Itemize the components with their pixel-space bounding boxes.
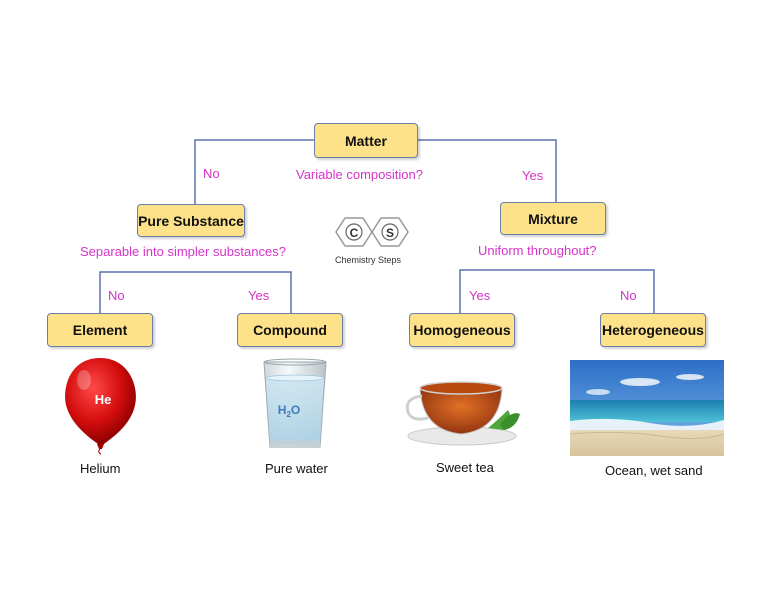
connector-matter-pure	[194, 139, 314, 204]
logo-hexagon-right-icon	[371, 217, 409, 247]
logo-letter-s: S	[386, 226, 394, 240]
balloon-label: He	[95, 392, 112, 407]
branch-label-matter-no: No	[203, 166, 220, 181]
connector-mixture-homogeneous	[459, 269, 560, 313]
node-homogeneous: Homogeneous	[409, 313, 515, 347]
caption-ocean: Ocean, wet sand	[605, 463, 703, 478]
connector-mixture-heterogeneous	[560, 269, 655, 313]
caption-sweet-tea: Sweet tea	[436, 460, 494, 475]
branch-label-mixture-no: No	[620, 288, 637, 303]
connector-matter-mixture	[418, 139, 557, 202]
node-element: Element	[47, 313, 153, 347]
node-matter: Matter	[314, 123, 418, 158]
logo-name: Chemistry Steps	[335, 255, 402, 265]
branch-label-matter-yes: Yes	[522, 168, 544, 183]
branch-label-pure-yes: Yes	[248, 288, 270, 303]
branch-label-pure-no: No	[108, 288, 125, 303]
question-uniform: Uniform throughout?	[478, 243, 597, 258]
branch-label-mixture-yes: Yes	[469, 288, 491, 303]
chemistry-steps-logo: C S	[335, 217, 409, 247]
question-separable: Separable into simpler substances?	[80, 244, 286, 259]
helium-balloon-icon: He	[65, 358, 136, 455]
connector-pure-compound	[191, 271, 292, 313]
node-heterogeneous: Heterogeneous	[600, 313, 706, 347]
node-pure-substance: Pure Substance	[137, 204, 245, 237]
caption-helium: Helium	[80, 461, 121, 476]
node-mixture: Mixture	[500, 202, 606, 235]
logo-letter-c: C	[350, 226, 359, 240]
ocean-beach-image	[569, 360, 725, 456]
caption-pure-water: Pure water	[265, 461, 328, 476]
water-formula-label: H2O	[278, 403, 300, 419]
node-compound: Compound	[237, 313, 343, 347]
connector-pure-element	[99, 271, 191, 313]
tea-cup-icon	[405, 381, 520, 446]
question-variable-composition: Variable composition?	[296, 167, 423, 182]
water-glass-icon: H2O	[263, 358, 327, 448]
